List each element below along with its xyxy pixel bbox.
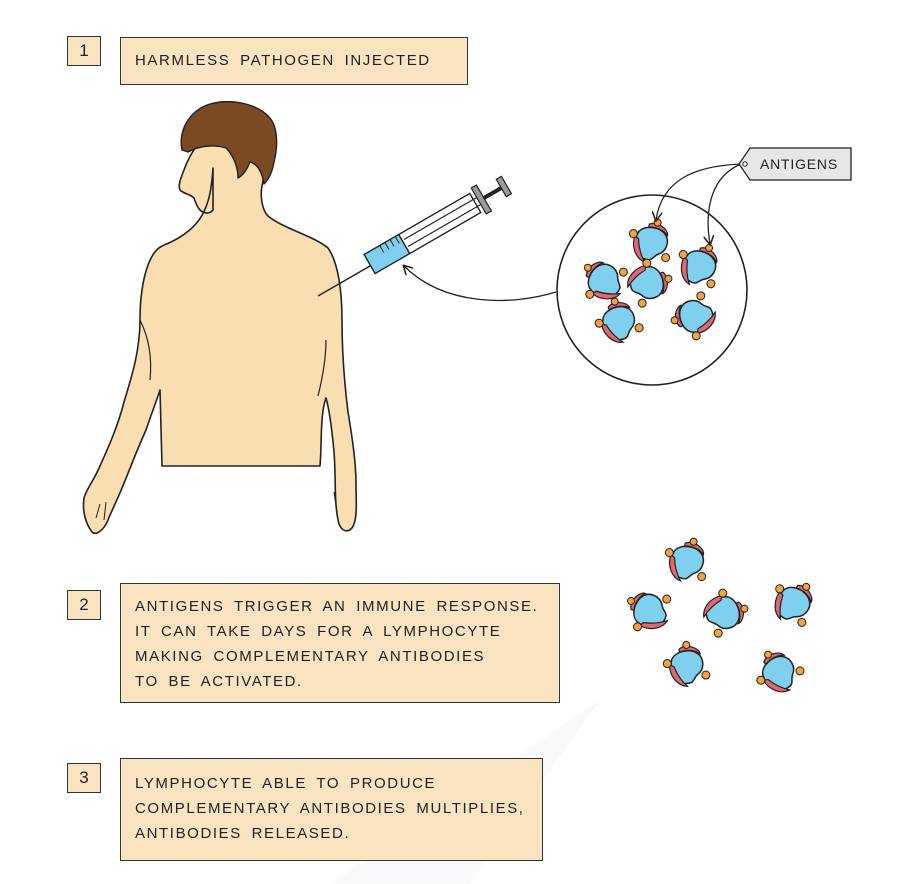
step-3-number: 3 xyxy=(67,763,101,793)
step-2-line: TO BE ACTIVATED. xyxy=(135,673,303,690)
step-2-line: ANTIGENS TRIGGER AN IMMUNE RESPONSE. xyxy=(135,598,539,615)
step-2-line: IT CAN TAKE DAYS FOR A LYMPHOCYTE xyxy=(135,623,502,640)
step-2-line: MAKING COMPLEMENTARY ANTIBODIES xyxy=(135,648,486,665)
syringe xyxy=(317,175,513,297)
step-1-line: HARMLESS PATHOGEN INJECTED xyxy=(135,52,431,69)
step-1-box: HARMLESS PATHOGEN INJECTED xyxy=(120,37,468,85)
antigens-label-tag: ANTIGENS xyxy=(738,147,852,181)
step-3-line: ANTIBODIES RELEASED. xyxy=(135,825,351,842)
step-2-box: ANTIGENS TRIGGER AN IMMUNE RESPONSE. IT … xyxy=(120,583,560,703)
antigens-label-text: ANTIGENS xyxy=(760,156,838,172)
person-figure xyxy=(82,101,358,535)
magnified-view xyxy=(556,194,748,386)
step-3-line: LYMPHOCYTE ABLE TO PRODUCE xyxy=(135,775,437,792)
hair xyxy=(180,101,278,185)
step-1-number: 1 xyxy=(67,36,101,66)
released-pathogens xyxy=(618,532,825,704)
person-body xyxy=(82,122,358,535)
step-3-line: COMPLEMENTARY ANTIBODIES MULTIPLIES, xyxy=(135,800,525,817)
step-3-box: LYMPHOCYTE ABLE TO PRODUCE COMPLEMENTARY… xyxy=(120,758,543,861)
step-2-number: 2 xyxy=(67,590,101,620)
arrows xyxy=(404,163,742,302)
